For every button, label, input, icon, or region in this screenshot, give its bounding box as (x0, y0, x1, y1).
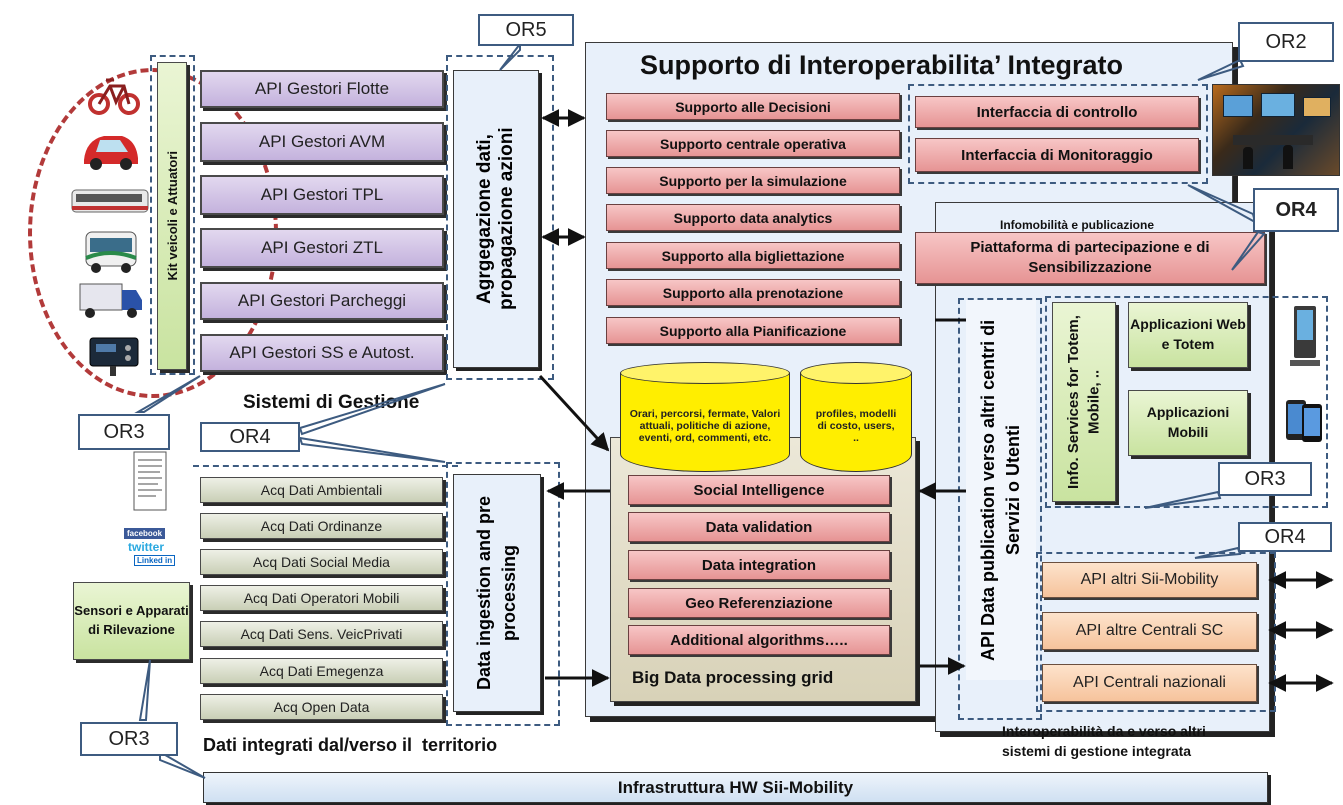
callout-line-or4-left-b (298, 436, 446, 463)
social-logos: facebook twitter Linked in (124, 528, 184, 568)
info-services-label: Info. Services for Totem, Mobile, .. (1064, 315, 1102, 489)
sensori-box: Sensori e Apparati di Rilevazione (73, 582, 190, 660)
truck-icon (79, 283, 142, 318)
supporto-bigliettazione: Supporto alla bigliettazione (606, 242, 900, 269)
bus-icon (85, 231, 137, 273)
document-icon (133, 451, 167, 511)
actuator-device-icon (89, 337, 139, 376)
callout-or4-right: OR4 (1238, 522, 1332, 552)
acq-dati-emegenza: Acq Dati Emegenza (200, 658, 443, 684)
acq-dati-ambientali: Acq Dati Ambientali (200, 477, 443, 503)
piattaforma-box: Piattaforma di partecipazione e di Sensi… (915, 232, 1265, 284)
api-publication-label: API Data publication verso altri centri … (977, 319, 1023, 661)
app-mobili: Applicazioni Mobili (1128, 390, 1248, 456)
big-data-label: Big Data processing grid (632, 668, 834, 687)
callout-or2: OR2 (1238, 22, 1334, 62)
supporto-prenotazione: Supporto alla prenotazione (606, 279, 900, 306)
api-publication-box: API Data publication verso altri centri … (966, 300, 1036, 680)
control-room-photo (1212, 84, 1340, 176)
api-gestori-ztl: API Gestori ZTL (200, 228, 444, 268)
api-gestori-avm: API Gestori AVM (200, 122, 444, 162)
infrastruttura-bar: Infrastruttura HW Sii-Mobility (203, 772, 1268, 803)
social-intelligence: Social Intelligence (628, 475, 890, 505)
sistemi-di-gestione-label: Sistemi di Gestione (243, 392, 420, 413)
bicycle-icon (88, 78, 140, 115)
info-services-box: Info. Services for Totem, Mobile, .. (1052, 302, 1116, 502)
additional-algorithms: Additional algorithms….. (628, 625, 890, 655)
linkedin-logo: Linked in (134, 555, 176, 566)
ingestion-label: Data ingestion and pre processing (473, 495, 519, 691)
geo-referenziazione: Geo Referenziazione (628, 588, 890, 618)
callout-or3-left: OR3 (78, 414, 170, 450)
api-centrali-nazionali: API Centrali nazionali (1042, 664, 1257, 702)
dati-integrati-label: Dati integrati dal/verso il territorio (203, 735, 498, 755)
callout-or4-top: OR4 (1253, 188, 1339, 232)
supporto-simulazione: Supporto per la simulazione (606, 167, 900, 194)
acq-dashed-border (193, 465, 458, 727)
supporto-pianificazione: Supporto alla Pianificazione (606, 317, 900, 344)
interfaces-dashed-border (908, 84, 1208, 184)
tram-icon (71, 189, 149, 213)
aggregation-label: Agrgegazione dati, propagazione azioni (474, 127, 517, 311)
callout-or3-right: OR3 (1218, 462, 1312, 496)
twitter-logo: twitter (128, 540, 164, 554)
api-gestori-parcheggi: API Gestori Parcheggi (200, 282, 444, 320)
database-orari: Orari, percorsi, fermate, Valori attuali… (620, 362, 790, 472)
callout-or5: OR5 (478, 14, 574, 46)
supporto-centrale-operativa: Supporto centrale operativa (606, 130, 900, 157)
interfaccia-controllo: Interfaccia di controllo (915, 96, 1199, 128)
kit-veicoli-label: Kit veicoli e Attuatori (164, 151, 180, 281)
acq-dati-operatori-mobili: Acq Dati Operatori Mobili (200, 585, 443, 611)
api-gestori-ss: API Gestori SS e Autost. (200, 334, 444, 372)
app-web-totem: Applicazioni Web e Totem (1128, 302, 1248, 368)
interop-label: Interoperabilità da e verso altri sistem… (1002, 723, 1206, 759)
kit-dashed-border (150, 55, 195, 375)
electric-car-icon (84, 136, 138, 170)
callout-or3-bottom: OR3 (80, 722, 178, 756)
kit-veicoli-box: Kit veicoli e Attuatori (157, 62, 187, 370)
interfaccia-monitoraggio: Interfaccia di Monitoraggio (915, 138, 1199, 172)
acq-dati-social-media: Acq Dati Social Media (200, 549, 443, 575)
data-integration: Data integration (628, 550, 890, 580)
callout-or4-left: OR4 (200, 422, 300, 452)
acq-dati-sens-veicprivati: Acq Dati Sens. VeicPrivati (200, 621, 443, 647)
totem-icon (1290, 306, 1320, 366)
aggregation-box: Agrgegazione dati, propagazione azioni (453, 70, 539, 368)
ingestion-box: Data ingestion and pre processing (453, 474, 541, 712)
ingestion-dashed-border (446, 462, 560, 726)
mobile-phone-icon (1286, 400, 1322, 442)
infomobilita-label: Infomobilità e publicazione (1000, 218, 1155, 232)
acq-open-data: Acq Open Data (200, 694, 443, 720)
supporto-data-analytics: Supporto data analytics (606, 204, 900, 231)
data-validation: Data validation (628, 512, 890, 542)
api-publication-dashed-border (958, 298, 1042, 720)
supporto-decisioni: Supporto alle Decisioni (606, 93, 900, 120)
database-profiles: profiles, modelli di costo, users, .. (800, 362, 912, 472)
callout-line-or3-bottom-a (138, 659, 151, 721)
api-gestori-flotte: API Gestori Flotte (200, 70, 444, 108)
facebook-logo: facebook (124, 528, 166, 539)
api-gestori-tpl: API Gestori TPL (200, 175, 444, 215)
api-altre-centrali-sc: API altre Centrali SC (1042, 612, 1257, 650)
api-altri-sii-mobility: API altri Sii-Mobility (1042, 562, 1257, 598)
main-title: Supporto di Interoperabilita’ Integrato (640, 50, 1124, 80)
acq-dati-ordinanze: Acq Dati Ordinanze (200, 513, 443, 539)
